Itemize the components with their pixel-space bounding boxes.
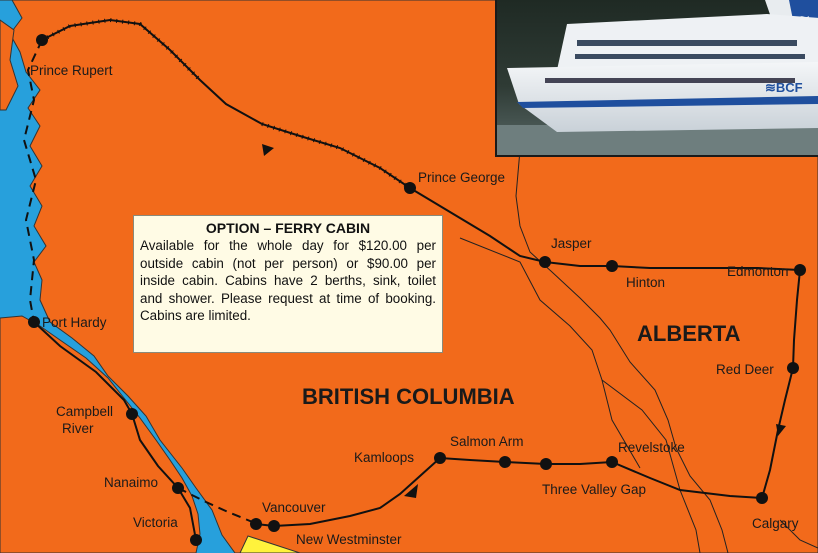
region-label-bc: BRITISH COLUMBIA [302, 384, 515, 409]
label-three-valley-gap: Three Valley Gap [542, 482, 646, 497]
direction-arrow [776, 424, 786, 436]
label-campbell-river-2: River [62, 421, 94, 436]
ship-logo: ≋BCF [765, 80, 803, 95]
label-prince-rupert: Prince Rupert [30, 63, 113, 78]
ferry-photo: ≈ ≋BCF [495, 0, 818, 157]
label-salmon-arm: Salmon Arm [450, 434, 524, 449]
stop-hinton [606, 260, 618, 272]
direction-arrow [404, 484, 418, 498]
road-alberta [761, 269, 801, 499]
stop-salmon-arm-1 [499, 456, 511, 468]
label-red-deer: Red Deer [716, 362, 774, 377]
stop-prince-george [404, 182, 416, 194]
coastal-island [0, 19, 19, 111]
label-hinton: Hinton [626, 275, 665, 290]
label-new-westminster: New Westminster [296, 532, 402, 547]
stop-victoria [190, 534, 202, 546]
ferry-photo-drawing: ≈ ≋BCF [497, 0, 818, 155]
label-nanaimo: Nanaimo [104, 475, 158, 490]
stop-jasper [539, 256, 551, 268]
stop-campbell-river [126, 408, 138, 420]
ferry-route-south [177, 487, 256, 524]
stop-kamloops [434, 452, 446, 464]
stop-red-deer [787, 362, 799, 374]
river-3 [779, 519, 818, 549]
stop-calgary [756, 492, 768, 504]
label-campbell-river: Campbell [56, 404, 113, 419]
ferry-cabin-callout: OPTION – FERRY CABIN Available for the w… [133, 215, 443, 353]
road-island [33, 321, 197, 541]
label-edmonton: Edmonton [727, 264, 789, 279]
ship-window-row [575, 54, 805, 59]
river-2 [601, 379, 701, 553]
stop-edmonton [794, 264, 806, 276]
label-kamloops: Kamloops [354, 450, 414, 465]
province-border [515, 149, 729, 553]
callout-title: OPTION – FERRY CABIN [205, 220, 371, 236]
river [459, 237, 641, 469]
ferry-route [22, 39, 43, 323]
label-prince-george: Prince George [418, 170, 505, 185]
callout-body: Available for the whole day for $120.00 … [140, 238, 436, 323]
label-revelstoke: Revelstoke [618, 440, 685, 455]
road-south [255, 456, 763, 528]
label-jasper: Jasper [551, 236, 592, 251]
stop-prince-rupert [36, 34, 48, 46]
direction-arrow [262, 144, 274, 156]
ship-window-row [545, 78, 795, 83]
rail-ties-2 [261, 122, 412, 190]
label-victoria: Victoria [133, 515, 178, 530]
ship-window-row [577, 40, 797, 46]
ship-hull-stripe [517, 96, 818, 108]
usa-region [239, 535, 301, 553]
region-label-alberta: ALBERTA [637, 321, 741, 346]
stop-new-westminster [268, 520, 280, 532]
stop-nanaimo [172, 482, 184, 494]
stop-vancouver [250, 518, 262, 530]
label-port-hardy: Port Hardy [42, 315, 107, 330]
label-calgary: Calgary [752, 516, 799, 531]
stop-revelstoke [606, 456, 618, 468]
label-vancouver: Vancouver [262, 500, 326, 515]
stop-salmon-arm-2 [540, 458, 552, 470]
stop-port-hardy [28, 316, 40, 328]
